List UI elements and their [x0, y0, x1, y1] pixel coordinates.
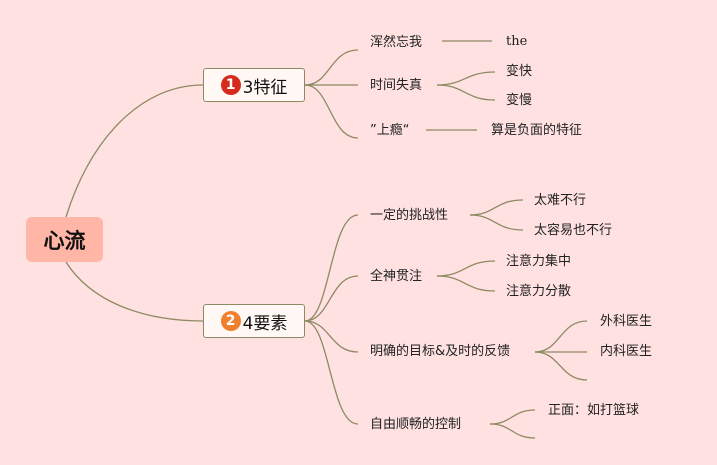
- branch-node-features[interactable]: 1 3特征: [203, 68, 305, 102]
- link-elements-challenge: [304, 214, 359, 322]
- root-node[interactable]: 心流: [26, 217, 103, 262]
- subtopic-too-easy[interactable]: 太容易也不行: [534, 223, 613, 238]
- link-challenge-easy: [469, 214, 524, 231]
- branch-label: 3特征: [242, 77, 288, 98]
- number-badge-icon: 2: [220, 311, 241, 331]
- topic-challenge[interactable]: 一定的挑战性: [370, 208, 449, 223]
- link-root-features: [65, 84, 204, 218]
- link-elements-control: [304, 320, 359, 425]
- branch-node-elements[interactable]: 2 4要素: [203, 304, 305, 338]
- subtopic-the[interactable]: the: [506, 34, 528, 49]
- topic-smooth-control[interactable]: 自由顺畅的控制: [370, 417, 462, 432]
- link-elements-focus: [304, 275, 359, 322]
- subtopic-negative-feature[interactable]: 算是负面的特征: [491, 123, 583, 138]
- topic-forget-self[interactable]: 浑然忘我: [370, 35, 423, 50]
- topic-focus[interactable]: 全神贯注: [370, 269, 423, 284]
- link-goal-surgeon: [534, 320, 588, 353]
- subtopic-surgeon[interactable]: 外科医生: [600, 314, 653, 329]
- link-goal-empty: [534, 351, 588, 381]
- subtopic-distracted[interactable]: 注意力分散: [506, 284, 572, 299]
- subtopic-faster[interactable]: 变快: [506, 64, 533, 79]
- link-time-faster: [436, 71, 496, 86]
- subtopic-slower[interactable]: 变慢: [506, 93, 533, 108]
- link-root-elements: [65, 261, 204, 322]
- number-badge-icon: 1: [220, 75, 241, 95]
- link-control-basketball: [489, 409, 536, 425]
- topic-time-distortion[interactable]: 时间失真: [370, 78, 423, 93]
- topic-clear-goal-feedback[interactable]: 明确的目标&及时的反馈: [370, 344, 511, 359]
- link-features-forget: [304, 49, 359, 86]
- subtopic-concentrated[interactable]: 注意力集中: [506, 254, 572, 269]
- link-control-empty: [489, 423, 536, 439]
- link-features-addict: [304, 84, 359, 139]
- link-time-slower: [436, 84, 496, 101]
- link-elements-goal: [304, 320, 359, 353]
- link-challenge-hard: [469, 199, 524, 216]
- subtopic-basketball[interactable]: 正面：如打篮球: [548, 403, 640, 418]
- branch-label: 4要素: [242, 313, 288, 334]
- link-focus-distracted: [436, 275, 496, 292]
- link-focus-concentrated: [436, 260, 496, 277]
- subtopic-too-hard[interactable]: 太难不行: [534, 193, 587, 208]
- subtopic-physician[interactable]: 内科医生: [600, 344, 653, 359]
- topic-addiction[interactable]: ”上瘾“: [370, 123, 410, 138]
